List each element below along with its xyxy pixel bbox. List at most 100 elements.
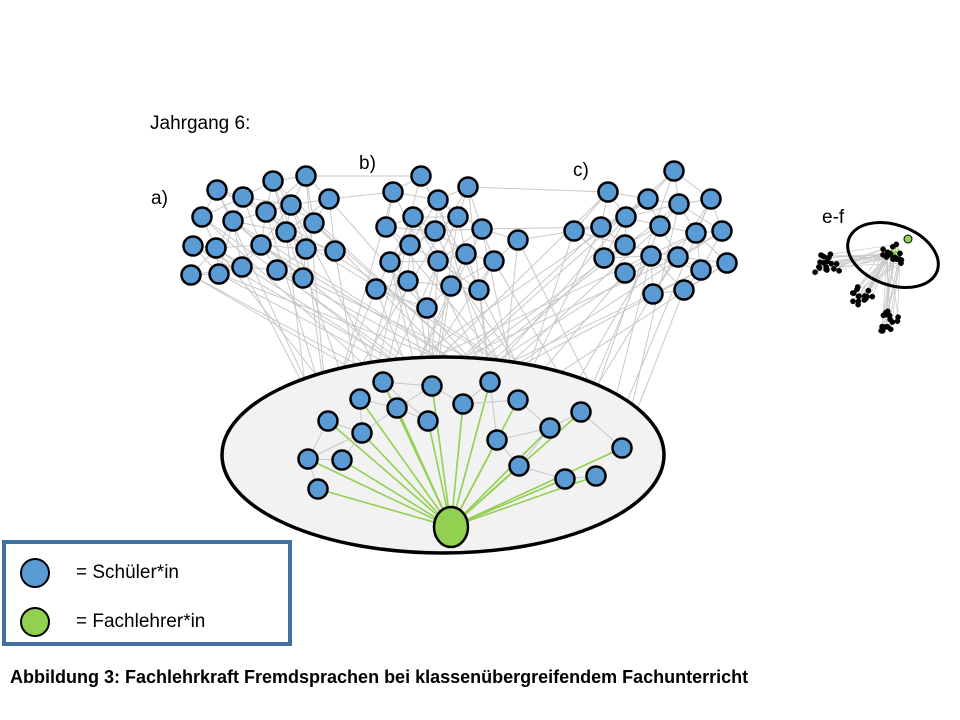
student-node [570,401,592,423]
teacher-edge [307,458,452,528]
mini-student-node [863,293,869,300]
mini-edge [830,244,897,255]
student-node [590,216,612,238]
student-node [250,234,272,256]
legend-student-label: = Schüler*in [76,562,179,583]
student-node [700,188,722,210]
mini-student-node [823,266,829,273]
student-node [417,410,439,432]
student-node [255,201,277,223]
student-node [685,222,707,244]
cluster-label-c: c) [573,160,589,181]
student-node [427,250,449,272]
mini-edge [831,254,884,264]
student-node [637,188,659,210]
student-node [379,251,401,273]
teacher-edge [450,427,551,528]
student-node [611,437,633,459]
student-node [711,220,733,242]
student-node [668,193,690,215]
student-node [324,240,346,262]
student-node [716,252,738,274]
student-node [351,422,373,444]
teacher-edge [341,459,452,528]
mini-edge [826,262,902,268]
student-node [266,259,288,281]
student-node [507,389,529,411]
cluster-label-a: a) [151,188,168,209]
cluster-label-b: b) [359,153,376,174]
mini-student-node [880,252,886,258]
student-node [231,256,253,278]
mini-student-node [821,253,827,260]
student-node [640,245,662,267]
teacher-edge [361,432,452,528]
mini-edge [858,252,888,297]
student-node [318,188,340,210]
mini-student-node [850,298,856,305]
mini-student-node [884,324,891,330]
mini-student-node [865,287,872,294]
mini-student-node [833,261,840,267]
mixed-group-ellipse [220,355,666,555]
teacher-node-icon [20,607,50,637]
mini-student-node [880,246,886,253]
figure-caption: Abbildung 3: Fachlehrkraft Fremdsprachen… [10,667,749,687]
mini-student-node [831,266,837,272]
student-node [563,220,585,242]
student-node [365,278,387,300]
teacher-edge [431,385,452,528]
grade-label: Jahrgang 6: [150,113,251,134]
student-node [303,212,325,234]
student-node [331,449,353,471]
student-node-icon [20,558,50,588]
mini-student-node [883,309,889,316]
teacher-edge [450,478,566,528]
student-node [375,216,397,238]
legend-student: = Schüler*in [20,556,179,590]
student-node [614,234,636,256]
legend-teacher-label: = Fachlehrer*in [76,611,206,632]
student-node [275,221,297,243]
mini-student-node [892,254,898,261]
mini-student-node [854,286,860,293]
mini-student-node [856,293,862,299]
student-node [262,170,284,192]
student-node [424,220,446,242]
mini-student-node [828,260,835,267]
student-node [295,165,317,187]
student-node [416,297,438,319]
student-node [421,375,443,397]
student-node [410,165,432,187]
mini-group-ellipse [846,221,940,289]
legend: = Schüler*in = Fachlehrer*in [2,540,292,646]
student-node [468,279,490,301]
student-node [663,160,685,182]
cross-edge [467,186,609,193]
student-node [191,206,213,228]
teacher-edge [450,447,623,528]
cluster-label-e-f: e-f [822,207,845,228]
mini-edge [824,254,890,258]
mini-student-node [816,264,822,270]
student-node [507,229,529,251]
legend-teacher: = Fachlehrer*in [20,605,205,639]
student-node [614,262,636,284]
student-node [508,455,530,477]
mini-student-node [836,267,842,274]
student-node [673,279,695,301]
student-node [539,417,561,439]
mini-student-node [855,298,862,305]
student-node [397,270,419,292]
student-node [457,176,479,198]
student-node [479,371,501,393]
student-node [206,179,228,201]
student-node [471,218,493,240]
mini-edge [891,259,900,323]
teacher-edge [327,420,452,528]
mini-edge [882,259,902,331]
mini-student-node [886,312,893,319]
teacher-edge [396,407,452,528]
student-node [427,189,449,211]
